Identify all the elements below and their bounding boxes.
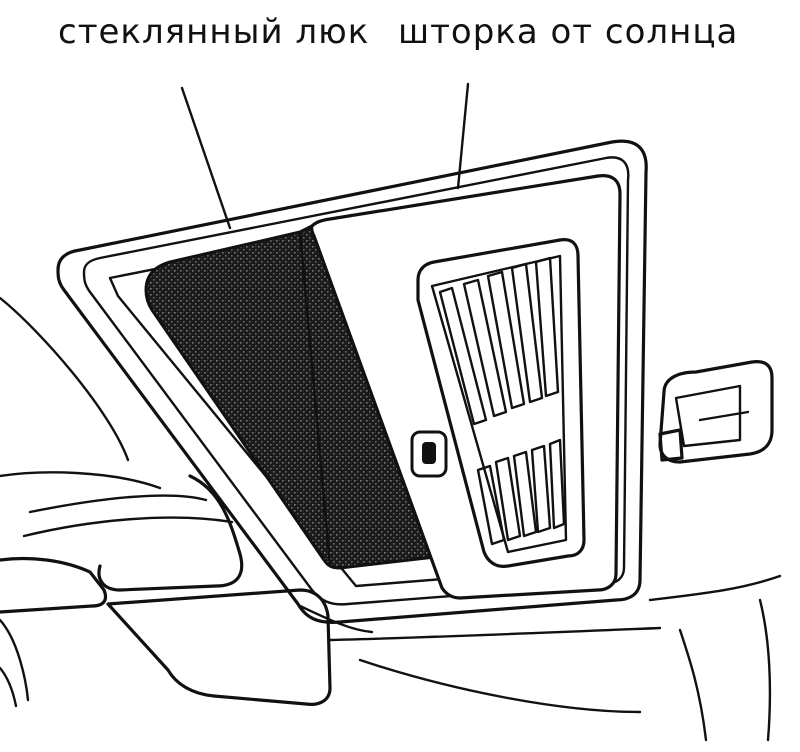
- sun-shade-panel: [310, 174, 622, 600]
- interior-light: [658, 360, 774, 464]
- leader-lines: [180, 82, 470, 230]
- roof-lining-left: [0, 296, 332, 708]
- shade-handle: [410, 430, 448, 478]
- glass-sunroof-panel: [144, 223, 447, 570]
- roof-lining-bottom: [298, 574, 782, 742]
- label-glass-sunroof: стеклянный люк: [58, 12, 370, 52]
- label-sun-shade: шторка от солнца: [398, 12, 739, 52]
- shade-grille: [416, 238, 586, 568]
